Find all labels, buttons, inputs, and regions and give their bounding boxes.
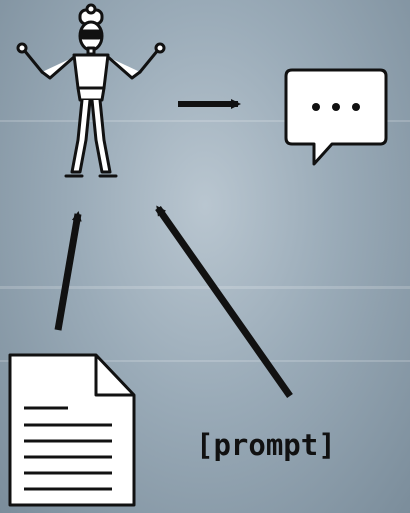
- arrow-prompt-to-model: [155, 205, 293, 399]
- mannequin-figure-icon: [16, 3, 166, 178]
- document-icon: [8, 353, 136, 507]
- prompt-label: [prompt]: [196, 428, 336, 462]
- arrow-document-to-model: [54, 211, 82, 331]
- speech-bubble-ellipsis-icon: [284, 68, 388, 166]
- background-texture: [0, 120, 410, 362]
